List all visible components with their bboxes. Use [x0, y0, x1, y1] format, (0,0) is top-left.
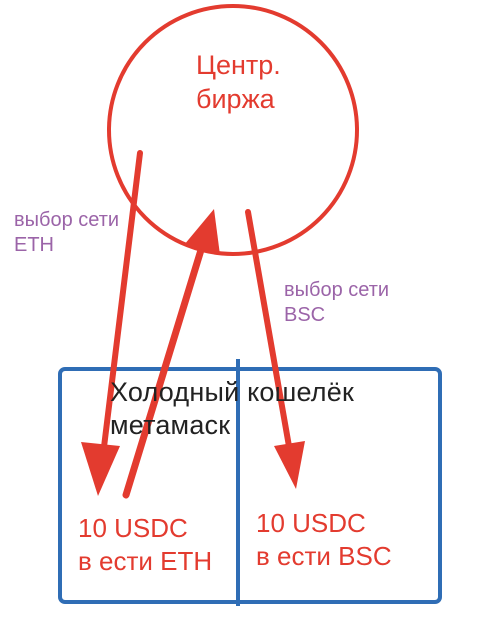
balance-eth-label-line-1: 10 USDC [78, 513, 188, 543]
arrow-eth-to-exchange-head [184, 209, 220, 255]
arrow-exchange-to-bsc-shaft [245, 209, 293, 455]
network-eth-label-line-2: ETH [14, 234, 54, 256]
network-bsc-label: выбор сети BSC [284, 278, 389, 328]
arrow-exchange-to-eth-head [81, 442, 120, 496]
wallet-box [58, 367, 442, 604]
network-eth-label: выбор сети ETH [14, 208, 119, 258]
exchange-circle [107, 4, 359, 256]
balance-eth-label-line-2: в ести ETH [78, 546, 213, 576]
wallet-label-line-1: Холодный кошелёк [110, 377, 354, 407]
network-eth-label-line-1: выбор сети [14, 209, 120, 231]
network-bsc-label-line-1: выбор сети [284, 279, 390, 301]
wallet-label: Холодный кошелёк метамаск [110, 376, 354, 442]
balance-bsc-label-line-1: 10 USDC [256, 508, 366, 538]
exchange-label-line-2: биржа [196, 84, 275, 114]
exchange-label: Центр. биржа [196, 48, 281, 116]
arrow-exchange-to-eth-shaft [101, 150, 143, 450]
exchange-label-line-1: Центр. [196, 50, 281, 80]
balance-eth-label: 10 USDC в ести ETH [78, 512, 212, 578]
network-bsc-label-line-2: BSC [284, 304, 326, 326]
balance-bsc-label: 10 USDC в ести BSC [256, 507, 392, 573]
arrow-eth-to-exchange-shaft [122, 246, 205, 499]
arrow-exchange-to-bsc-head [274, 441, 305, 489]
wallet-label-line-2: метамаск [110, 410, 231, 440]
balance-bsc-label-line-2: в ести BSC [256, 541, 392, 571]
